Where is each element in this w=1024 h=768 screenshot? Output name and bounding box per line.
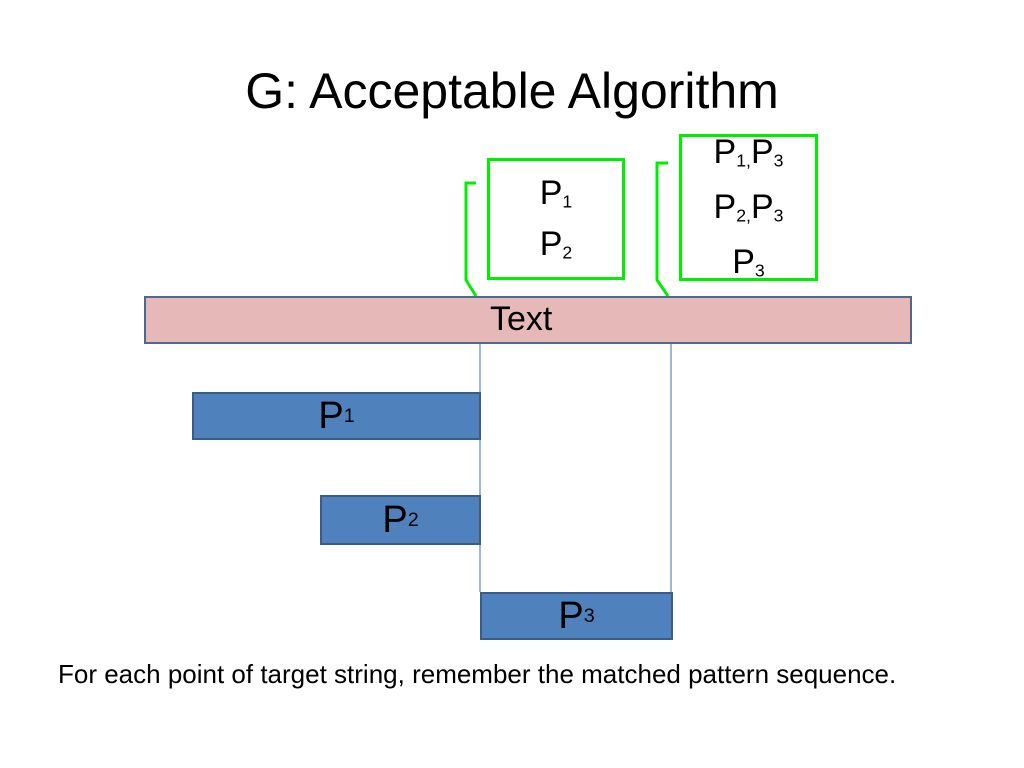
box-line-base: P [539, 174, 563, 212]
pattern-label-base: P [318, 394, 344, 437]
pattern-label-sub: 1 [343, 404, 355, 427]
bracket-connector-right [655, 161, 670, 297]
box-line-sub: 3 [754, 260, 765, 281]
text-bar-label: Text [490, 300, 553, 338]
matched-patterns-box-left: P1 P2 [487, 158, 625, 280]
box-line: P2,P3 [714, 180, 784, 235]
box-line-base: P [750, 187, 774, 226]
box-line-sub: 1, [736, 150, 751, 171]
box-line-base: P [732, 243, 755, 282]
box-line-sub: 3 [773, 205, 784, 226]
text-bar [144, 296, 912, 344]
pattern-label-base: P [382, 498, 408, 541]
box-line: P1 [540, 168, 573, 219]
matched-patterns-box-right: P1,P3 P2,P3 P3 [679, 133, 818, 281]
box-line: P3 [732, 235, 765, 290]
bracket-connector-left [464, 181, 478, 297]
box-line-sub: 1 [562, 191, 573, 212]
box-line-base: P [750, 132, 774, 171]
pattern-label-sub: 2 [407, 508, 419, 531]
box-line: P1,P3 [714, 125, 784, 180]
box-line-sub: 3 [773, 150, 784, 171]
pattern-label-base: P [558, 594, 584, 637]
slide-title: G: Acceptable Algorithm [245, 63, 779, 119]
box-line-base: P [713, 132, 737, 171]
box-line-sub: 2, [736, 205, 751, 226]
box-line-sub: 2 [562, 242, 573, 263]
pattern-label-sub: 3 [583, 604, 595, 627]
box-line: P2 [540, 219, 573, 270]
box-line-base: P [539, 225, 563, 263]
caption-text: For each point of target string, remembe… [58, 659, 897, 689]
box-line-base: P [713, 187, 737, 226]
